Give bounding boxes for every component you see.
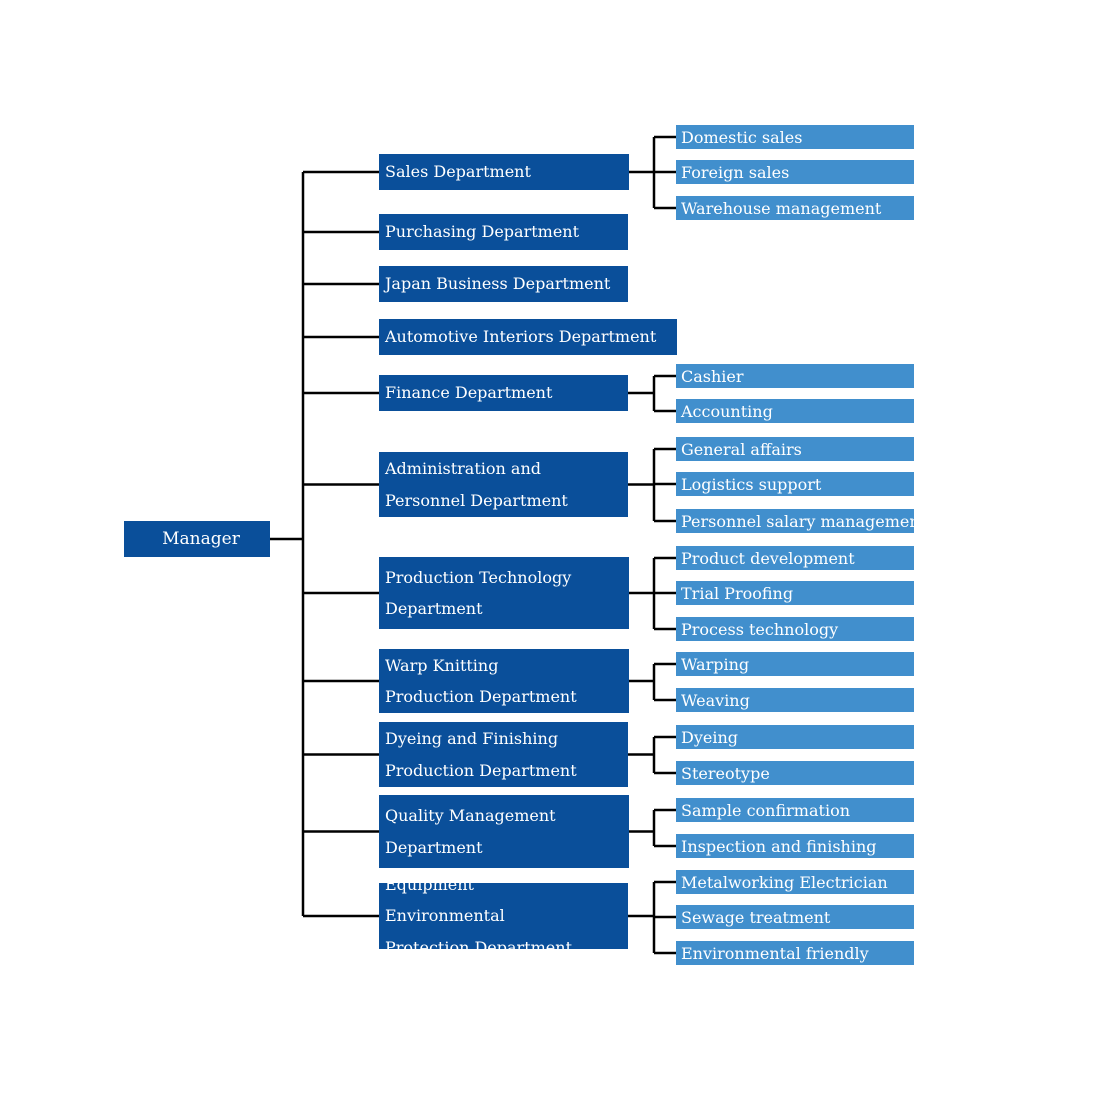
sub-unit-node: Sample confirmation (676, 798, 914, 822)
department-node: Administration and Personnel Department (379, 452, 628, 517)
root-node-manager-label: Manager (162, 529, 240, 549)
sub-unit-node: Trial Proofing (676, 581, 914, 605)
sub-unit-node-label: Environmental friendly (681, 943, 869, 963)
sub-unit-node-label: Stereotype (681, 763, 770, 783)
department-node: Production Technology Department (379, 557, 629, 629)
sub-unit-node-label: Trial Proofing (681, 583, 794, 603)
sub-unit-node: Cashier (676, 364, 914, 388)
sub-unit-node: General affairs (676, 437, 914, 461)
sub-unit-node: Personnel salary management (676, 509, 914, 533)
sub-unit-node: Product development (676, 546, 914, 570)
sub-unit-node: Weaving (676, 688, 914, 712)
sub-unit-node: Warehouse management (676, 196, 914, 220)
sub-unit-node: Logistics support (676, 472, 914, 496)
sub-unit-node: Dyeing (676, 725, 914, 749)
department-node-label: Production Technology Department (385, 567, 572, 618)
department-node-label: Quality Management Department (385, 806, 556, 857)
sub-unit-node: Environmental friendly (676, 941, 914, 965)
sub-unit-node-label: Sample confirmation (681, 800, 850, 820)
department-node: Purchasing Department (379, 214, 628, 250)
department-node: Finance Department (379, 375, 628, 411)
sub-unit-node-label: Warehouse management (681, 198, 882, 218)
department-node: Dyeing and Finishing Production Departme… (379, 722, 628, 787)
sub-unit-node: Warping (676, 652, 914, 676)
sub-unit-node: Sewage treatment (676, 905, 914, 929)
department-node-label: Warp Knitting Production Department (385, 655, 577, 706)
sub-unit-node-label: Product development (681, 548, 855, 568)
department-node: Automotive Interiors Department (379, 319, 677, 355)
sub-unit-node-label: Accounting (681, 401, 773, 421)
sub-unit-node-label: Sewage treatment (681, 907, 831, 927)
department-node-label: Japan Business Department (385, 274, 611, 294)
sub-unit-node: Foreign sales (676, 160, 914, 184)
sub-unit-node-label: Logistics support (681, 474, 822, 494)
sub-unit-node: Process technology (676, 617, 914, 641)
sub-unit-node-label: Domestic sales (681, 127, 803, 147)
department-node-label: Administration and Personnel Department (385, 459, 568, 510)
department-node-label: Automotive Interiors Department (385, 327, 657, 347)
sub-unit-node-label: General affairs (681, 439, 802, 459)
sub-unit-node-label: Cashier (681, 366, 744, 386)
department-node: Japan Business Department (379, 266, 628, 302)
sub-unit-node-label: Inspection and finishing (681, 836, 877, 856)
department-node-label: Finance Department (385, 383, 553, 403)
sub-unit-node-label: Personnel salary management (681, 511, 914, 531)
department-node-label: Equipment Environmental Protection Depar… (385, 883, 573, 949)
department-node: Quality Management Department (379, 795, 629, 868)
department-node: Warp Knitting Production Department (379, 649, 629, 713)
sub-unit-node: Inspection and finishing (676, 834, 914, 858)
root-node-manager: Manager (124, 521, 270, 557)
sub-unit-node-label: Metalworking Electrician (681, 872, 888, 892)
sub-unit-node-label: Foreign sales (681, 162, 790, 182)
department-node: Sales Department (379, 154, 629, 190)
sub-unit-node-label: Process technology (681, 619, 839, 639)
sub-unit-node-label: Dyeing (681, 727, 738, 747)
department-node-label: Dyeing and Finishing Production Departme… (385, 729, 577, 780)
sub-unit-node: Domestic sales (676, 125, 914, 149)
sub-unit-node-label: Warping (681, 654, 750, 674)
department-node-label: Purchasing Department (385, 222, 580, 242)
department-node: Equipment Environmental Protection Depar… (379, 883, 628, 949)
sub-unit-node: Stereotype (676, 761, 914, 785)
sub-unit-node: Metalworking Electrician (676, 870, 914, 894)
sub-unit-node: Accounting (676, 399, 914, 423)
sub-unit-node-label: Weaving (681, 690, 750, 710)
department-node-label: Sales Department (385, 162, 531, 182)
